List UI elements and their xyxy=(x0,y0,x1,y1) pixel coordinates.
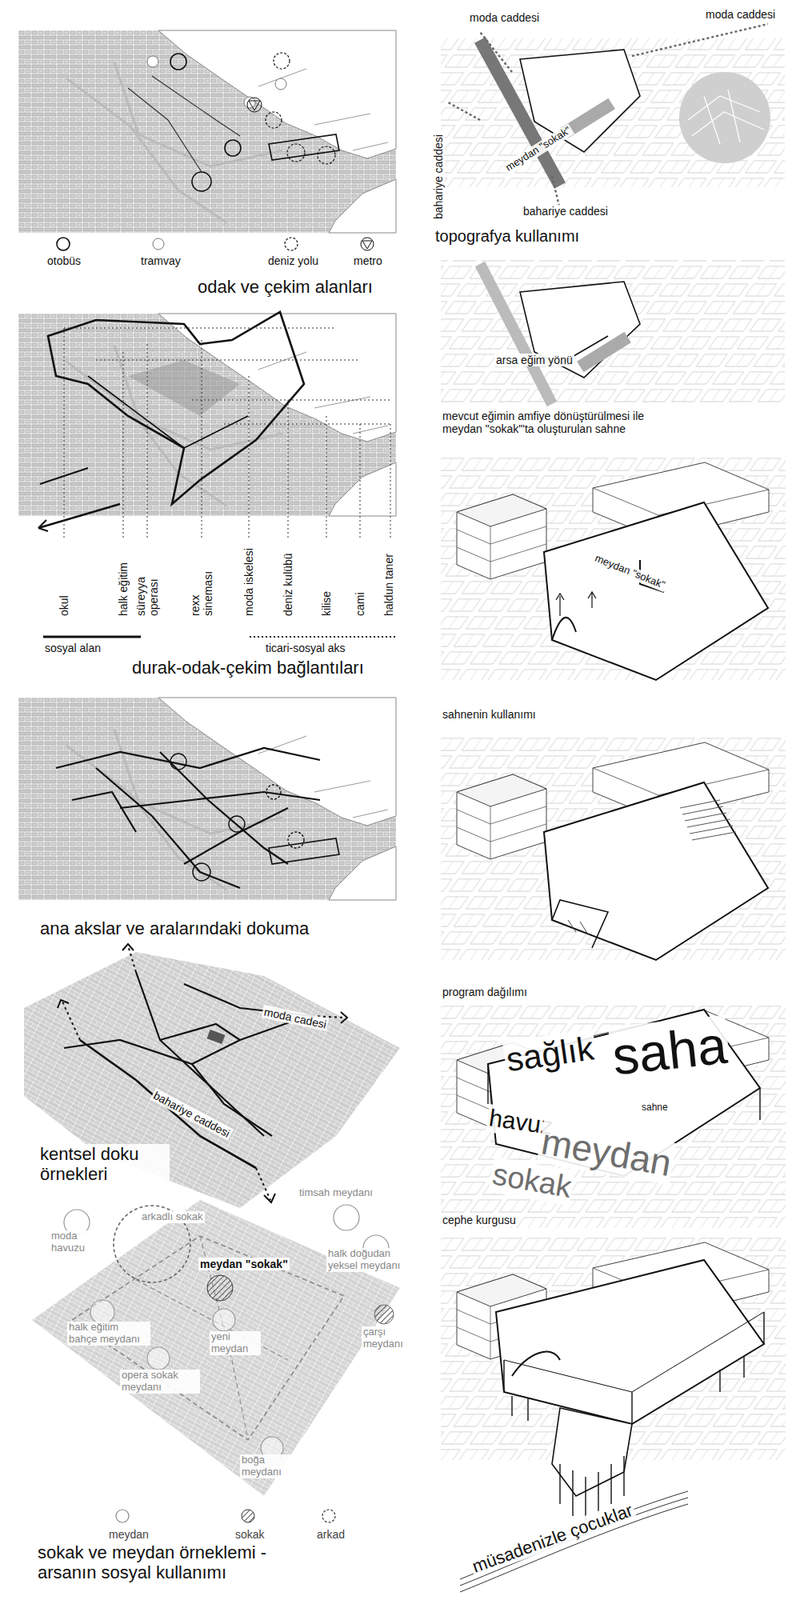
label: sahnenin kullanımı xyxy=(440,708,538,721)
label: kilise xyxy=(320,589,333,618)
label: odak ve çekim alanları xyxy=(196,276,375,297)
label: timsah meydanı xyxy=(297,1187,375,1200)
label: meydan "sokak" xyxy=(502,124,575,176)
label: halk eğitim xyxy=(116,560,130,618)
label: bahariye caddesi xyxy=(149,1088,234,1141)
label: bahariye caddesi xyxy=(521,204,610,218)
amphitheatre-panel xyxy=(440,456,786,680)
label: meydan "sokak" xyxy=(591,552,668,592)
label: çarşı meydanı xyxy=(361,1326,413,1351)
label: okul xyxy=(57,593,71,618)
urban-fabric-axon xyxy=(24,944,400,1208)
label: moda cadesi xyxy=(261,1004,330,1032)
label: süreyya operası xyxy=(134,561,160,618)
label: meydan "sokak" xyxy=(198,1257,290,1271)
label: program dağılımı xyxy=(440,985,529,999)
legend-text: metro xyxy=(352,254,384,268)
label: topografya kullanımı xyxy=(433,227,581,246)
label: arkadlı sokak xyxy=(140,1211,205,1224)
topography-panel xyxy=(440,24,785,210)
facade-panel xyxy=(440,1236,786,1592)
label: durak-odak-çekim bağlantıları xyxy=(130,657,366,678)
label: haldun taner xyxy=(382,552,396,618)
label: rexx sineması xyxy=(188,558,215,618)
label: müsadenizle çocuklar xyxy=(468,1499,637,1577)
legend-text: sokak xyxy=(233,1528,267,1541)
map-baglanti xyxy=(18,312,396,637)
legend-text: sosyal alan xyxy=(43,641,103,655)
legend-text: arkad xyxy=(315,1528,347,1541)
label: halk eğitim bahçe meydanı xyxy=(67,1321,151,1346)
label: saha xyxy=(608,1015,732,1088)
legend-text: ticari-sosyal aks xyxy=(264,641,348,655)
label: mevcut eğimin amfiye dönüştürülmesi ile … xyxy=(440,409,668,436)
legend-text: tramvay xyxy=(139,254,183,268)
label: halk doğudan yeksel meydanı xyxy=(326,1248,413,1272)
map-odak xyxy=(18,30,396,233)
label: moda caddesi xyxy=(468,11,541,24)
label: arsa eğim yönü xyxy=(494,353,575,367)
label: boğa meydanı xyxy=(240,1454,292,1479)
label: sahne xyxy=(640,1102,670,1114)
legend-text: deniz yolu xyxy=(266,254,320,268)
legend-text: meydan xyxy=(107,1528,151,1541)
label: deniz kulübü xyxy=(281,551,295,618)
label: kentsel doku örnekleri xyxy=(38,1144,170,1185)
label: cami xyxy=(353,590,367,618)
label: ana akslar ve aralarındaki dokuma xyxy=(38,918,311,939)
label: yeni meydan xyxy=(209,1331,261,1356)
label: moda iskelesi xyxy=(242,546,256,618)
label: opera sokak meydanı xyxy=(120,1369,200,1394)
legend-symbols xyxy=(56,237,374,251)
label: cephe kurgusu xyxy=(440,1213,518,1227)
label: sağlık xyxy=(502,1028,598,1080)
program-panel xyxy=(440,1004,786,1228)
label: moda havuzu xyxy=(49,1230,103,1255)
stage-panel xyxy=(440,736,786,960)
label: bahariye caddesi xyxy=(432,132,445,221)
legend-text: otobüs xyxy=(45,254,83,268)
map-akslar xyxy=(18,697,396,900)
slope-panel xyxy=(440,260,785,404)
label: moda caddesi xyxy=(704,8,777,21)
label: sokak ve meydan örneklemi - arsanın sosy… xyxy=(36,1542,312,1584)
